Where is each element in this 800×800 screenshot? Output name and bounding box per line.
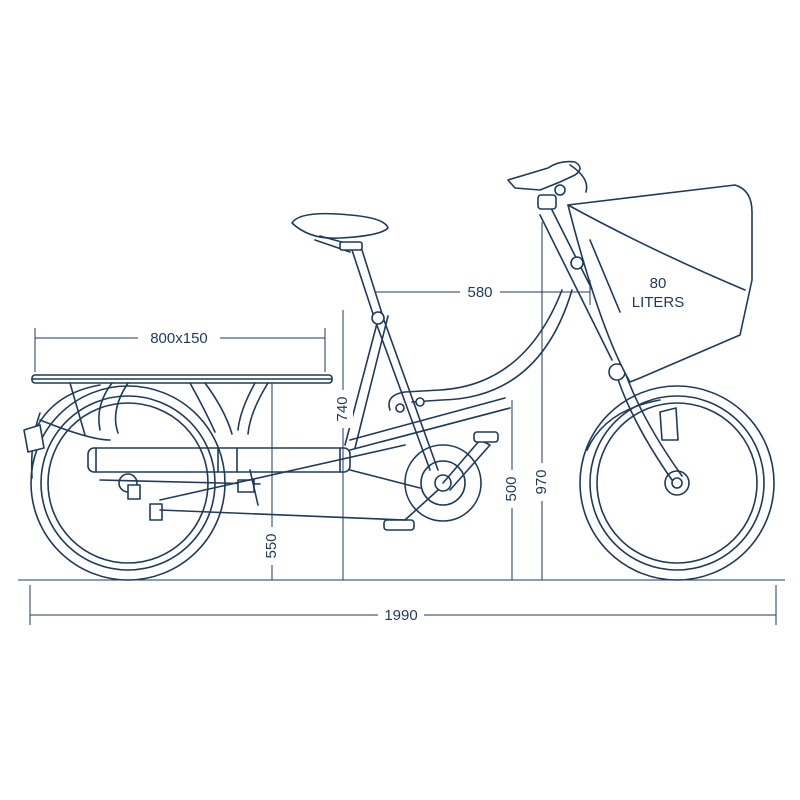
handlebar: [507, 160, 588, 210]
saddle: [291, 212, 389, 253]
dimension-seat-height-label: 740: [334, 396, 351, 421]
cargo-tail-frame: [87, 447, 351, 521]
drivetrain: [159, 431, 499, 531]
front-wheel: [579, 385, 775, 581]
dimension-handlebar-height: [532, 222, 552, 580]
dimension-total-length-label: 1990: [384, 607, 417, 624]
basket-volume-unit: LITERS: [632, 294, 685, 311]
dimension-step-height-label: 500: [503, 476, 520, 501]
dimension-step-height: [502, 400, 522, 580]
dimension-rack-height-label: 550: [263, 533, 280, 558]
dimension-total-length: [29, 585, 777, 625]
rear-rack: [31, 374, 333, 441]
dimension-rack-size: [34, 328, 326, 372]
dimension-seat-to-handlebar: [375, 280, 591, 305]
kickstand: [249, 469, 259, 506]
dimension-seat-height: [333, 310, 353, 580]
rear-mudflap: [23, 424, 45, 453]
basket-volume-value: 80: [650, 275, 667, 292]
front-basket: [567, 184, 753, 383]
dimension-rack-size-label: 800x150: [150, 330, 208, 347]
dimension-rack-height: [262, 383, 282, 580]
dimension-seat-to-handlebar-label: 580: [467, 284, 492, 301]
dimension-handlebar-height-label: 970: [533, 469, 550, 494]
front-fender-bracket: [659, 407, 679, 441]
